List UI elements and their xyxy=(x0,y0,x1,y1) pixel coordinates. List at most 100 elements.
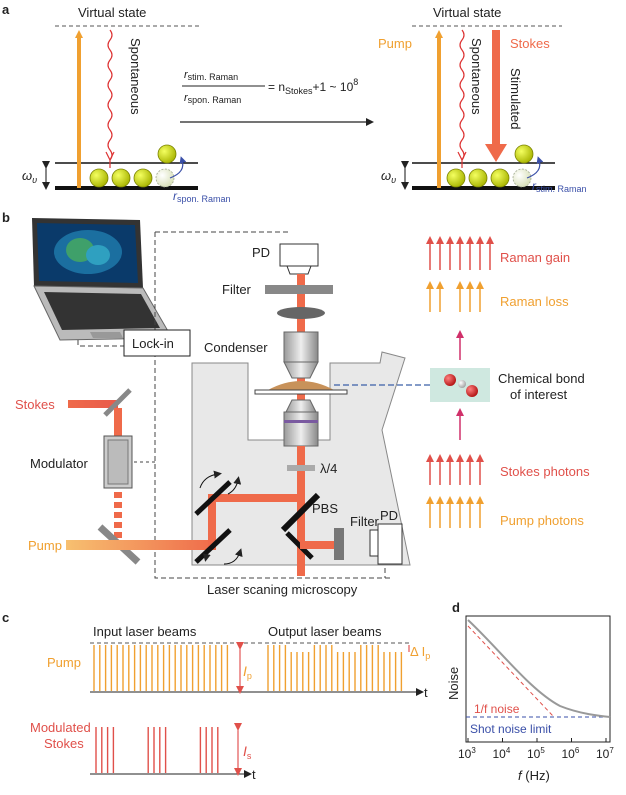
microscopy-label: Laser scaning microscopy xyxy=(207,582,358,597)
modulator-label: Modulator xyxy=(30,456,88,471)
noise-tick-label: 106 xyxy=(562,746,580,761)
ratio-equation: = nStokes+1 ~ 108 xyxy=(268,77,358,96)
right-virtual-state-label: Virtual state xyxy=(433,5,501,20)
sample xyxy=(268,381,334,390)
stokes-mirror xyxy=(103,388,132,417)
atom-1 xyxy=(444,374,456,386)
left-ball-2 xyxy=(111,168,131,188)
pump-input-pulses xyxy=(93,645,229,691)
panel-d-label: d xyxy=(452,600,460,615)
laptop-icon xyxy=(32,218,173,341)
ratio-numerator: rstim. Raman xyxy=(184,69,238,82)
lockin-box xyxy=(123,329,191,357)
right-stimulated-label: Stimulated xyxy=(508,68,523,129)
modulated-label-1: Modulated xyxy=(30,720,91,735)
shot-noise-label: Shot noise limit xyxy=(470,722,552,736)
quarter-wave-plate xyxy=(287,465,315,471)
right-spontaneous-arrowhead xyxy=(457,151,467,162)
top-pd-box xyxy=(279,243,319,267)
objective-body xyxy=(283,411,319,447)
condenser-body xyxy=(283,331,319,363)
stokes-pulses xyxy=(95,727,219,773)
scan-vertical-beam xyxy=(208,498,216,550)
left-spontaneous-arrowhead xyxy=(105,151,115,162)
pump-photon-arrows xyxy=(426,496,484,528)
input-beams-label: Input laser beams xyxy=(93,624,197,639)
modulated-label-2: Stokes xyxy=(44,736,84,751)
scan-mirror-1 xyxy=(194,480,232,516)
noise-tick-label: 105 xyxy=(527,746,545,761)
left-transition-arrow xyxy=(169,156,187,179)
panel-b-label: b xyxy=(2,210,10,225)
left-ball-1 xyxy=(89,168,109,188)
noise-ylabel: Noise xyxy=(446,667,461,700)
right-ball-1 xyxy=(446,168,466,188)
lower-mirror xyxy=(285,531,314,560)
scan-mirror-2 xyxy=(194,528,232,564)
right-spontaneous-wave xyxy=(459,29,465,168)
left-spontaneous-wave xyxy=(107,29,113,168)
top-filter-label: Filter xyxy=(222,282,252,297)
quarter-wave-label: λ/4 xyxy=(320,461,337,476)
pbs-splitter xyxy=(280,492,321,533)
pump-label: Pump xyxy=(28,538,62,553)
ratio-denominator: rspon. Raman xyxy=(184,92,241,105)
noise-tick-label: 107 xyxy=(596,746,614,761)
stokes-input-beam xyxy=(68,400,118,408)
noise-tick-label: 104 xyxy=(493,746,511,761)
stokes-t-label: t xyxy=(252,767,256,782)
top-pd-lens xyxy=(286,265,312,275)
panel-c-label: c xyxy=(2,610,9,625)
noise-x-ticks: 103 104 105 106 107 xyxy=(458,738,614,761)
left-ball-excited xyxy=(157,144,177,164)
stokes-down-beam xyxy=(114,408,122,436)
raman-gain-label: Raman gain xyxy=(500,250,570,265)
total-noise-curve xyxy=(467,619,611,718)
right-ball-2 xyxy=(468,168,488,188)
objective-ring xyxy=(284,420,318,423)
raman-loss-label: Raman loss xyxy=(500,294,569,309)
chemical-bond-label-1: Chemical bond xyxy=(498,371,585,386)
lockin-label: Lock-in xyxy=(132,336,174,351)
noise-tick-label: 103 xyxy=(458,746,476,761)
right-transition-arrow xyxy=(526,156,544,179)
scan-rotation-2 xyxy=(223,548,243,565)
delta-label: Δ Ip xyxy=(410,644,430,661)
one-over-f-label: 1/f noise xyxy=(474,702,520,716)
output-beams-label: Output laser beams xyxy=(268,624,382,639)
raman-loss-arrows xyxy=(426,281,484,312)
stokes-photons-label: Stokes photons xyxy=(500,464,590,479)
scan-rotation-1 xyxy=(199,470,222,489)
bottom-filter-label: Filter xyxy=(350,514,380,529)
bottom-pd-lens xyxy=(369,529,379,557)
modulated-beam xyxy=(114,492,122,538)
right-ball-excited xyxy=(514,144,534,164)
right-stokes-arrowhead xyxy=(485,144,507,162)
pump-t-label: t xyxy=(424,685,428,700)
pump-photons-label: Pump photons xyxy=(500,513,584,528)
pump-pulse-label: Pump xyxy=(47,655,81,670)
stokes-label: Stokes xyxy=(15,397,55,412)
modulator-icon xyxy=(103,435,133,489)
bottom-pd-box xyxy=(377,523,403,565)
chemical-bond-label-2: of interest xyxy=(510,387,567,402)
bottom-filter xyxy=(334,528,344,560)
left-spontaneous-label: Spontaneous xyxy=(128,38,143,115)
right-ball-faded xyxy=(512,168,532,188)
left-omega: ωυ xyxy=(22,168,37,185)
bottom-pd-label: PD xyxy=(380,508,398,523)
condenser-tip xyxy=(283,361,319,379)
top-pd-label: PD xyxy=(252,245,270,260)
is-label: Is xyxy=(243,743,252,761)
right-pump-label: Pump xyxy=(378,36,412,51)
scan-horizontal-beam xyxy=(208,494,305,502)
sample-slide xyxy=(254,389,348,395)
left-ball-3 xyxy=(133,168,153,188)
left-virtual-state-label: Virtual state xyxy=(78,5,146,20)
pump-beam xyxy=(66,540,216,550)
noise-xlabel: f (Hz) xyxy=(518,768,550,783)
right-ball-3 xyxy=(490,168,510,188)
right-stokes-label: Stokes xyxy=(510,36,550,51)
top-lens xyxy=(277,307,325,319)
